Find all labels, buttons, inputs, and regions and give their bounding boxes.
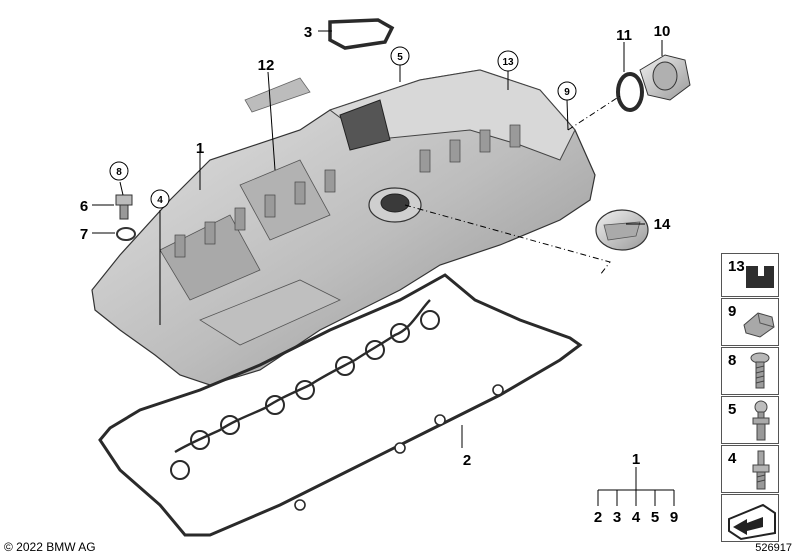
gasket <box>98 273 583 537</box>
o-ring <box>616 72 644 112</box>
legend-item: 9 <box>721 298 779 346</box>
screw-part <box>115 194 133 220</box>
callout-3: 3 <box>304 24 312 41</box>
oil-filler-cap <box>595 209 649 251</box>
circled-callout-5: 5 <box>390 46 410 66</box>
ball-stud-icon <box>752 400 770 441</box>
callout-12: 12 <box>258 57 275 74</box>
legend-item: 5 <box>721 396 779 444</box>
callout-10: 10 <box>654 23 671 40</box>
callout-6: 6 <box>80 198 88 215</box>
legend-number: 13 <box>728 258 745 275</box>
circled-callout-9: 9 <box>557 81 577 101</box>
legend-number: 9 <box>728 303 737 320</box>
legend-item: 4 <box>721 445 779 493</box>
set-part-label: 2 <box>594 509 602 526</box>
stud-bolt-icon <box>752 450 770 490</box>
legend-number: 8 <box>728 352 737 369</box>
set-part-label: 3 <box>613 509 621 526</box>
circled-callout-8-label: 8 <box>116 167 122 178</box>
callout-1: 1 <box>196 140 204 157</box>
legend-number: 4 <box>728 450 737 467</box>
diagram-id: 526917 <box>755 542 792 554</box>
label-sticker <box>244 77 311 113</box>
legend-item: 8 <box>721 347 779 395</box>
set-part-label: 4 <box>632 509 641 526</box>
leader-lines <box>92 30 675 506</box>
washer-icon <box>728 503 776 541</box>
circled-callout-13: 13 <box>497 50 519 72</box>
clip-icon <box>743 312 775 338</box>
washer <box>116 227 136 241</box>
set-part-label: 5 <box>651 509 659 526</box>
legend-item: 13 <box>721 253 779 297</box>
circled-callout-8: 8 <box>109 161 129 181</box>
legend-item <box>721 494 779 542</box>
small-gasket <box>328 18 395 50</box>
copyright-text: © 2022 BMW AG <box>4 540 96 554</box>
set-part-label: 9 <box>670 509 678 526</box>
screw-icon <box>750 352 770 389</box>
rubber-buffer-icon <box>746 266 774 288</box>
circled-callout-4-label: 4 <box>157 195 163 206</box>
callout-7: 7 <box>80 226 88 243</box>
valve-cover <box>91 69 596 386</box>
circled-callout-5-label: 5 <box>397 52 403 63</box>
callout-11: 11 <box>616 27 632 44</box>
legend-number: 5 <box>728 401 737 418</box>
circled-callout-9-label: 9 <box>564 87 570 98</box>
sensor <box>639 54 691 101</box>
set-top-label: 1 <box>632 451 640 468</box>
callout-14: 14 <box>654 216 671 233</box>
callout-2: 2 <box>463 452 471 469</box>
circled-callout-4: 4 <box>150 189 170 209</box>
circled-callout-13-label: 13 <box>502 57 514 68</box>
